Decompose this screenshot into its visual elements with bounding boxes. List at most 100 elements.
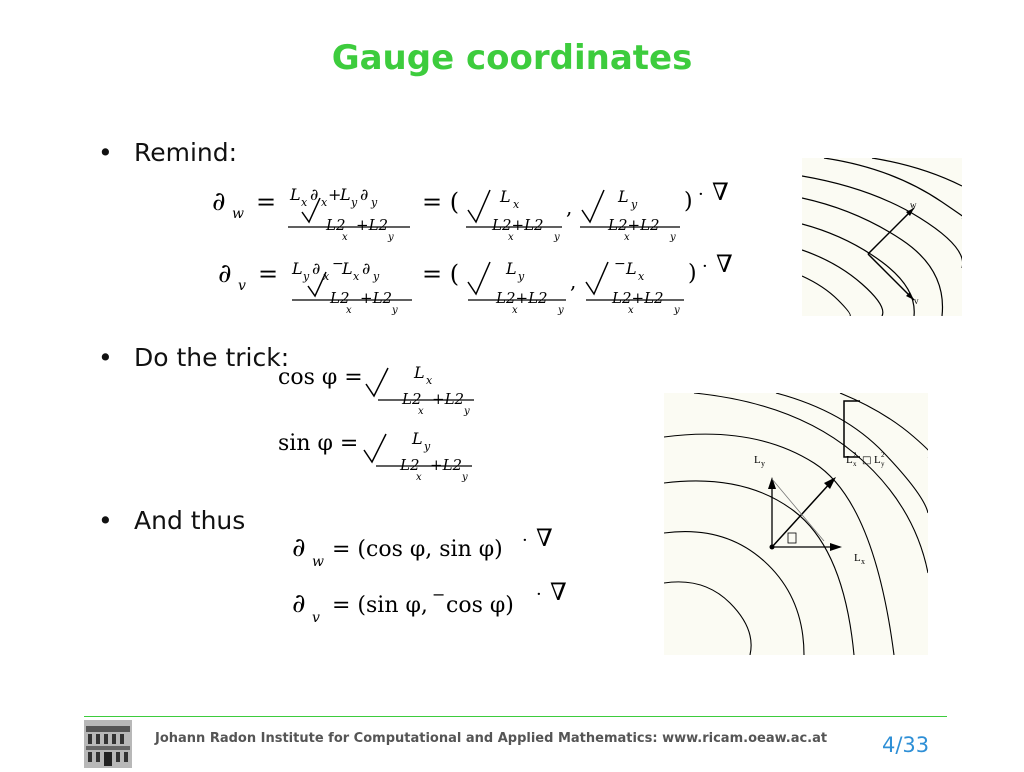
svg-text:y: y: [370, 196, 378, 209]
bullet-thus-text: And thus: [134, 506, 246, 535]
svg-text:x: x: [346, 305, 352, 316]
svg-text:L: L: [411, 429, 423, 448]
svg-text:·: ·: [698, 184, 704, 205]
svg-text:v: v: [312, 610, 320, 626]
svg-text:x: x: [638, 270, 645, 283]
svg-text:y: y: [302, 270, 310, 283]
svg-text:L2: L2: [399, 456, 420, 474]
svg-text:y: y: [761, 459, 765, 468]
svg-text:□: □: [862, 455, 871, 466]
svg-text:L: L: [289, 185, 301, 204]
figure-isophotes-gauge: w v: [801, 157, 974, 317]
svg-text:y: y: [372, 270, 380, 283]
svg-text:∂: ∂: [212, 187, 225, 217]
svg-text:·: ·: [702, 256, 708, 277]
svg-text:x: x: [513, 198, 520, 211]
bullet-remind: •Remind:: [98, 138, 237, 167]
equation-dv-thus: ∂ v = (sin φ, − cos φ) · ∇: [292, 578, 592, 634]
bullet-trick: •Do the trick:: [98, 343, 289, 372]
svg-text:= (sin φ,: = (sin φ,: [332, 593, 428, 618]
svg-text:sin φ =: sin φ =: [278, 431, 358, 456]
bullet-dot: •: [98, 343, 113, 372]
svg-text:+L2: +L2: [430, 456, 462, 474]
svg-text:v: v: [238, 278, 246, 294]
svg-text:L: L: [413, 363, 425, 382]
svg-text:−: −: [614, 256, 626, 272]
label-Ly: L: [754, 454, 761, 466]
svg-text:,: ,: [570, 269, 576, 293]
page-number: 4/33: [882, 733, 930, 757]
svg-text:∂: ∂: [310, 185, 318, 204]
svg-text:+: +: [328, 185, 341, 204]
svg-text:cos φ =: cos φ =: [278, 365, 363, 390]
footer-institute: Johann Radon Institute for Computational…: [155, 731, 828, 746]
figure-gradient-decomposition: L y L x L 2 x □ L 2 y: [663, 392, 935, 656]
svg-text:L: L: [874, 454, 881, 466]
svg-text:x: x: [628, 305, 634, 316]
label-Lx: L: [854, 552, 861, 564]
institute-logo: [84, 720, 132, 768]
svg-text:L2: L2: [325, 216, 346, 234]
label-w: w: [910, 200, 917, 210]
svg-text:=: =: [258, 260, 278, 288]
svg-text:w: w: [312, 554, 324, 570]
svg-text:L2+L2: L2+L2: [611, 289, 664, 307]
svg-text:= (: = (: [422, 260, 459, 288]
svg-text:L2: L2: [401, 390, 422, 408]
svg-text:w: w: [232, 206, 244, 222]
svg-text:= (: = (: [422, 188, 459, 216]
svg-text:L2+L2: L2+L2: [607, 216, 660, 234]
svg-text:L2+L2: L2+L2: [495, 289, 548, 307]
svg-text:−: −: [332, 256, 344, 272]
svg-text:y: y: [881, 460, 885, 468]
svg-text:2: 2: [853, 451, 857, 459]
svg-text:∂: ∂: [292, 589, 305, 619]
svg-text:y: y: [463, 406, 470, 417]
svg-text:x: x: [301, 196, 308, 209]
svg-text:,: ,: [566, 195, 572, 219]
svg-text:x: x: [342, 232, 348, 243]
svg-text:∂: ∂: [362, 259, 370, 278]
equation-dv-remind: ∂ v = L y ∂ x − L x ∂ y L2 x +L2 y = ( L…: [216, 250, 756, 326]
svg-text:y: y: [423, 440, 431, 453]
svg-text:x: x: [861, 557, 865, 566]
equation-sin-phi: sin φ = L y L2 x +L2 y: [278, 422, 498, 496]
svg-text:x: x: [512, 305, 518, 316]
svg-text:+L2: +L2: [432, 390, 464, 408]
svg-text:x: x: [624, 232, 630, 243]
svg-text:L: L: [291, 259, 303, 278]
svg-text:x: x: [418, 406, 424, 417]
svg-text:∇: ∇: [716, 250, 733, 278]
svg-text:∇: ∇: [712, 178, 729, 206]
footer-divider: [84, 716, 947, 717]
svg-text:x: x: [323, 270, 330, 283]
svg-text:∇: ∇: [536, 524, 553, 552]
svg-text:∇: ∇: [550, 578, 567, 606]
label-v: v: [914, 296, 919, 306]
svg-text:·: ·: [536, 584, 542, 605]
svg-text:L: L: [625, 259, 637, 278]
svg-text:x: x: [416, 472, 422, 483]
svg-text:L: L: [499, 187, 511, 206]
svg-text:x: x: [853, 460, 857, 468]
svg-text:): ): [688, 261, 697, 286]
svg-text:= (cos φ, sin φ): = (cos φ, sin φ): [332, 537, 503, 562]
svg-text:L: L: [617, 187, 629, 206]
svg-text:L2+L2: L2+L2: [491, 216, 544, 234]
equation-dw-thus: ∂ w = (cos φ, sin φ) · ∇: [292, 524, 572, 580]
svg-text:y: y: [669, 232, 676, 243]
label-gradient-magnitude: L: [846, 454, 853, 466]
svg-text:L2: L2: [329, 289, 350, 307]
slide-title: Gauge coordinates: [331, 38, 693, 78]
svg-text:+L2: +L2: [360, 289, 392, 307]
svg-text:L: L: [505, 259, 517, 278]
bullet-dot: •: [98, 138, 113, 167]
svg-text:y: y: [461, 472, 468, 483]
svg-text:−: −: [432, 585, 445, 604]
equation-dw-remind: ∂ w = L x ∂ x + L y ∂ y L2 x +L2 y = ( L…: [210, 178, 750, 252]
svg-text:+L2: +L2: [356, 216, 388, 234]
bullet-dot: •: [98, 506, 113, 535]
svg-text:x: x: [353, 270, 360, 283]
svg-text:y: y: [350, 196, 358, 209]
svg-text:L: L: [339, 185, 351, 204]
